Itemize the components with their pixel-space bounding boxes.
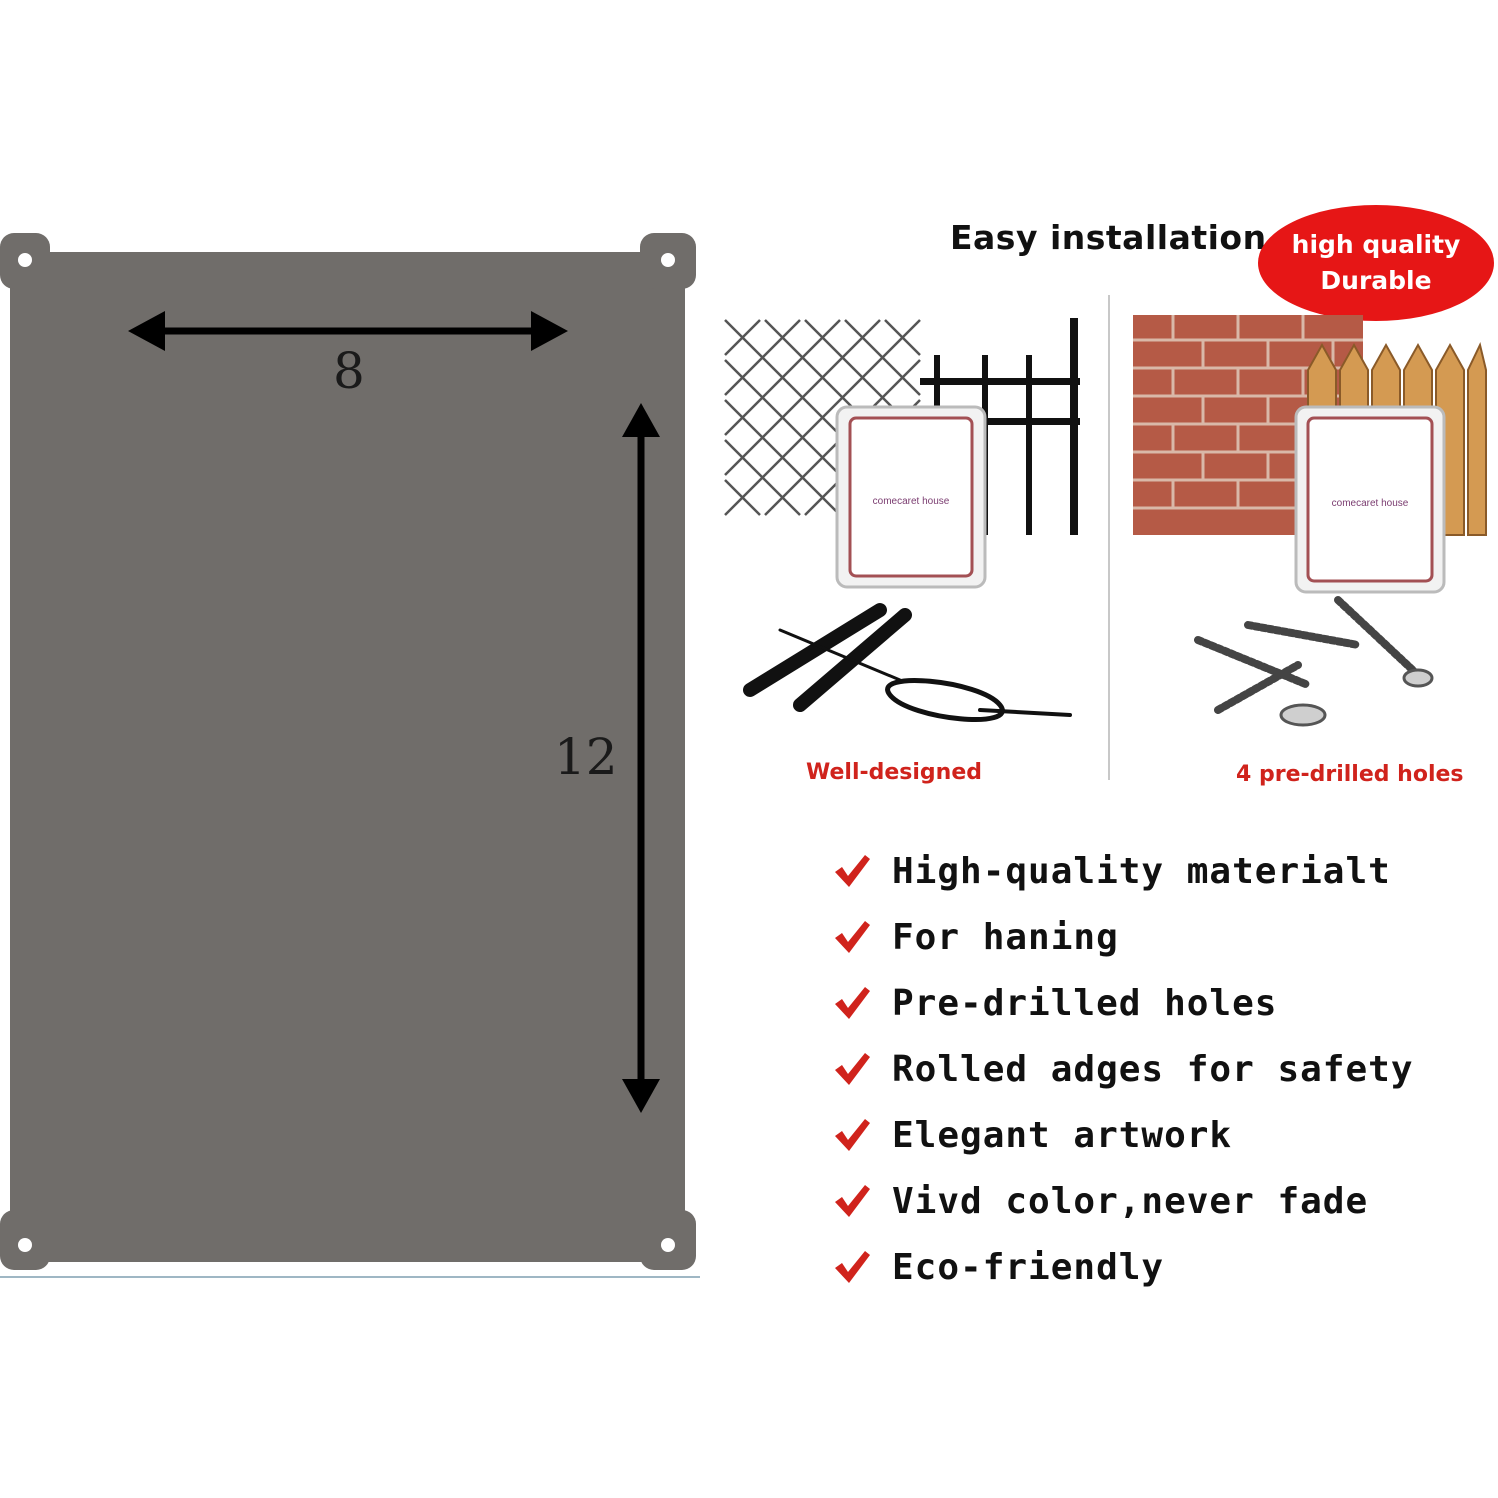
feature-item: Elegant artwork: [832, 1102, 1414, 1168]
feature-label: Eco-friendly: [892, 1246, 1165, 1288]
badge-line-durable: Durable: [1320, 266, 1432, 295]
mini-sign-text: comecaret house: [1332, 498, 1409, 509]
badge-line-quality: high quality: [1291, 230, 1461, 259]
feature-item: For haning: [832, 904, 1414, 970]
sign-plate: [0, 233, 700, 1278]
feature-label: High-quality materialt: [892, 850, 1391, 892]
check-icon: [835, 855, 870, 887]
caption-well-designed: Well-designed: [806, 760, 982, 785]
caption-pre-drilled-holes: 4 pre-drilled holes: [1236, 762, 1464, 787]
mounting-hole-top-left: [18, 253, 32, 267]
mounting-hole-top-right: [661, 253, 675, 267]
installation-divider: [1108, 295, 1110, 780]
feature-item: High-quality materialt: [832, 838, 1414, 904]
width-arrow: [128, 311, 568, 351]
install-title: Easy installation: [950, 218, 1267, 257]
screws-icon: [1194, 596, 1434, 727]
metal-sign-illustration: [0, 233, 700, 1278]
mounting-hole-bottom-right: [661, 1238, 675, 1252]
check-icon: [835, 1185, 870, 1217]
feature-label: For haning: [892, 916, 1119, 958]
feature-label: Pre-drilled holes: [892, 982, 1278, 1024]
cable-ties-icon: [743, 603, 1072, 722]
mini-sign-icon: comecaret house: [1294, 405, 1446, 594]
check-icon: [835, 1119, 870, 1151]
mini-sign-icon: comecaret house: [835, 405, 987, 589]
feature-label: Rolled adges for safety: [892, 1048, 1414, 1090]
feature-item: Vivd color,never fade: [832, 1168, 1414, 1234]
fence-installation-illustration: comecaret house: [724, 318, 1080, 722]
width-dimension-label: 8: [333, 342, 365, 400]
feature-label: Vivd color,never fade: [892, 1180, 1369, 1222]
mounting-hole-bottom-left: [18, 1238, 32, 1252]
feature-item: Pre-drilled holes: [832, 970, 1414, 1036]
feature-item: Rolled adges for safety: [832, 1036, 1414, 1102]
feature-label: Elegant artwork: [892, 1114, 1233, 1156]
mini-sign-text: comecaret house: [873, 496, 950, 507]
check-icon: [835, 987, 870, 1019]
check-icon: [835, 1053, 870, 1085]
check-icon: [835, 1251, 870, 1283]
feature-item: Eco-friendly: [832, 1234, 1414, 1300]
height-dimension-label: 12: [554, 728, 618, 786]
quality-badge: high quality Durable: [1258, 205, 1494, 321]
check-icon: [835, 921, 870, 953]
wall-installation-illustration: comecaret house: [1133, 315, 1487, 727]
height-arrow: [622, 403, 660, 1113]
